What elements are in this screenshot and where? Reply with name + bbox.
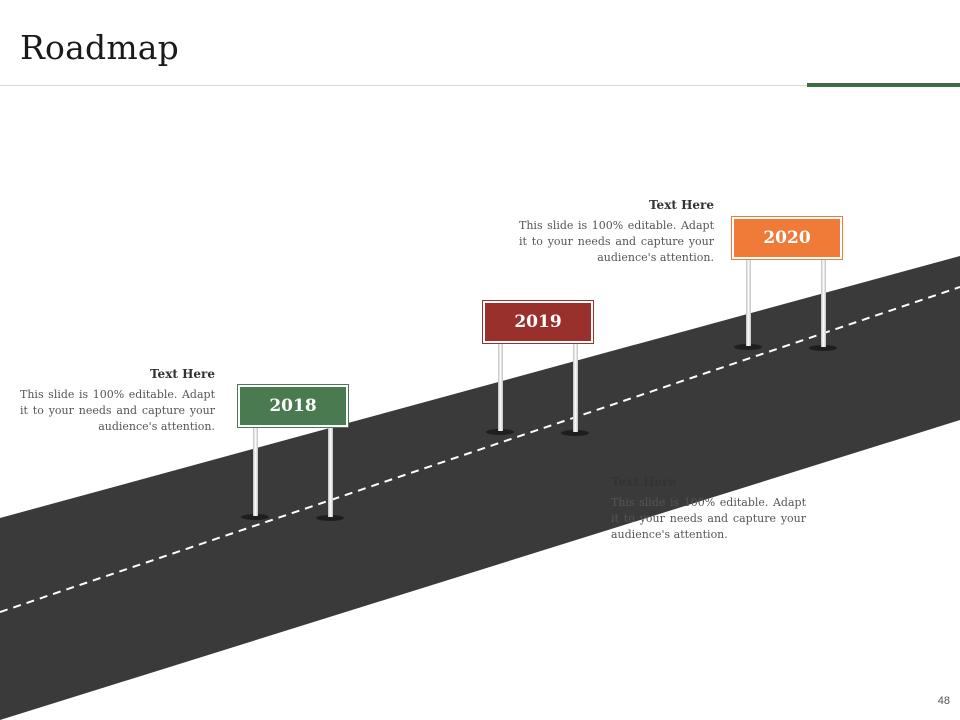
text-block-2018: Text Here This slide is 100% editable. A… (20, 367, 215, 435)
text-block-2019: Text Here This slide is 100% editable. A… (611, 475, 806, 543)
sign-frame-2018 (237, 384, 349, 428)
sign-year-2018: 2018 (269, 396, 317, 416)
signpost-2020-poles (734, 256, 837, 351)
page-title: Roadmap (20, 28, 180, 67)
text-heading: Text Here (649, 198, 714, 212)
signpost-2019-poles (486, 340, 589, 436)
page-number: 48 (937, 695, 950, 707)
text-body: This slide is 100% editable. Adapt it to… (20, 388, 215, 433)
text-heading: Text Here (150, 367, 215, 381)
sign-year-2019: 2019 (514, 312, 562, 332)
header-accent-bar (807, 83, 960, 87)
road-center-line (0, 286, 960, 613)
sign-frame-2019 (482, 300, 594, 344)
sign-2018: 2018 (238, 385, 348, 427)
signpost-2018-poles (241, 424, 344, 521)
road-surface (0, 256, 960, 720)
sign-2020: 2020 (732, 217, 842, 259)
text-body: This slide is 100% editable. Adapt it to… (519, 219, 714, 264)
text-heading: Text Here (611, 475, 676, 489)
sign-frame-2020 (731, 216, 843, 260)
text-block-2020: Text Here This slide is 100% editable. A… (519, 198, 714, 266)
text-body: This slide is 100% editable. Adapt it to… (611, 496, 806, 541)
sign-year-2020: 2020 (763, 228, 811, 248)
sign-2019: 2019 (483, 301, 593, 343)
header-divider (0, 85, 960, 86)
